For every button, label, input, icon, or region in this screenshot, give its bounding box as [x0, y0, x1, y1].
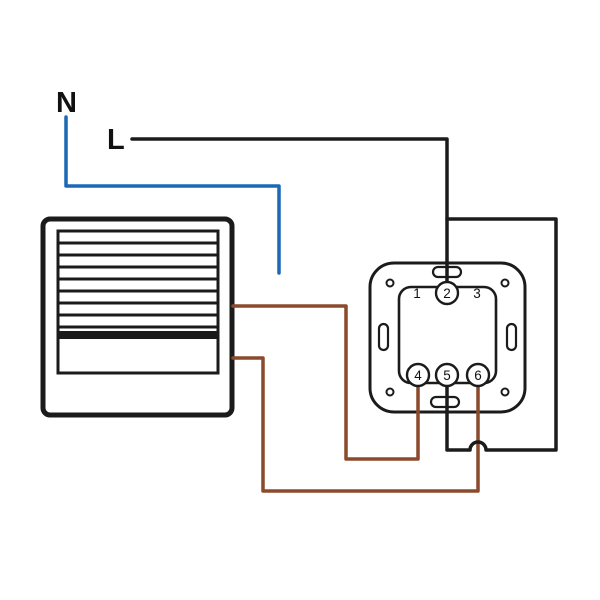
claw-slot-right: [505, 322, 518, 352]
corner-hole-top-left: [385, 278, 395, 288]
live-bridge-wire: [445, 217, 558, 452]
shutter-slats: [58, 241, 218, 329]
motor-wire-terminal-4: [231, 304, 420, 461]
live-wire: [130, 137, 449, 295]
neutral-label: N: [56, 87, 77, 119]
corner-hole-bottom-right: [500, 387, 510, 397]
terminal-1-label: 1: [413, 286, 421, 301]
claw-slot-left: [377, 322, 390, 352]
terminal-4-circle: [405, 362, 431, 388]
wires: [64, 115, 558, 493]
terminal-6-circle: [465, 362, 491, 388]
terminal-2-circle: [434, 280, 460, 306]
roller-shutter-symbol: [40, 216, 235, 418]
live-label: L: [107, 124, 125, 156]
terminals: 1 2 3 4 5 6: [405, 280, 491, 388]
terminal-2-label: 2: [443, 286, 451, 301]
motor-wire-terminal-6: [231, 356, 480, 493]
terminal-6-label: 6: [474, 368, 482, 383]
terminal-4-label: 4: [414, 368, 422, 383]
terminal-5-label: 5: [443, 368, 451, 383]
shutter-outer-frame: [40, 216, 235, 418]
terminal-3-label: 3: [473, 286, 481, 301]
corner-hole-top-right: [500, 278, 510, 288]
neutral-wire: [64, 115, 281, 275]
shutter-bottom-bar: [58, 331, 218, 339]
terminal-5-circle: [434, 362, 460, 388]
corner-hole-bottom-left: [385, 387, 395, 397]
mounting-hole-bottom: [429, 395, 461, 409]
